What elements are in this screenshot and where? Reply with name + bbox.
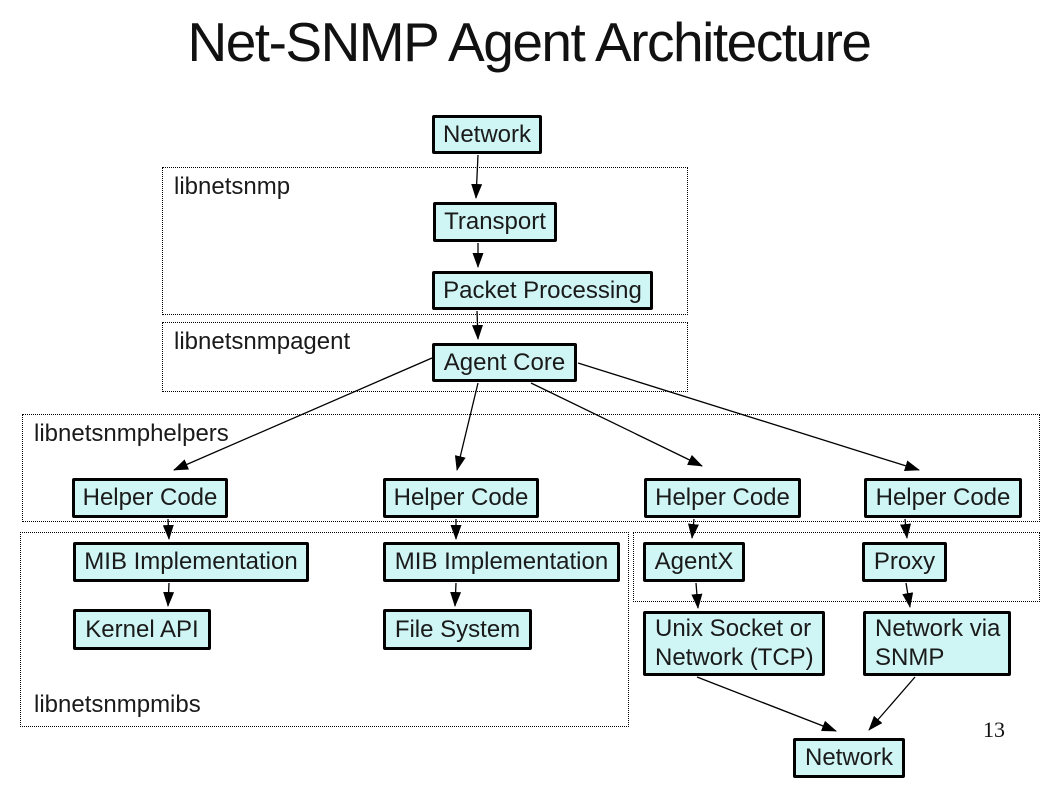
group-libnetsnmp: libnetsnmp: [162, 167, 688, 315]
page-number: 13: [983, 717, 1005, 742]
group-libnetsnmpagent: libnetsnmpagent: [162, 322, 688, 392]
arrow-mib2-to-file-system: [450, 582, 462, 607]
node-network-bottom: Network: [793, 738, 905, 778]
node-mib-implementation-2: MIB Implementation: [383, 542, 620, 582]
node-helper-code-1: Helper Code: [72, 478, 228, 518]
node-mib-implementation-1: MIB Implementation: [73, 542, 309, 582]
node-network-top: Network: [432, 115, 542, 154]
node-label: File System: [394, 615, 521, 643]
node-label: Packet Processing: [443, 276, 642, 304]
arrow-mib1-to-kernel-api: [163, 582, 175, 607]
node-label: Kernel API: [85, 615, 199, 643]
node-label: Helper Code: [875, 484, 1011, 511]
node-label-line1: Unix Socket or: [655, 614, 812, 642]
node-helper-code-2: Helper Code: [383, 478, 539, 518]
node-label: Helper Code: [82, 484, 218, 511]
node-label-line2: SNMP: [875, 643, 945, 671]
node-file-system: File System: [383, 609, 532, 650]
node-label: Transport: [444, 208, 546, 235]
group-agentx-proxy: [633, 532, 1040, 602]
arrow-packet-to-agent-core: [472, 310, 483, 340]
node-label: AgentX: [654, 548, 734, 575]
group-label-libnetsnmp: libnetsnmp: [174, 173, 291, 200]
group-label-libnetsnmpmibs: libnetsnmpmibs: [34, 691, 201, 718]
node-network-via-snmp: Network via SNMP: [863, 611, 1011, 676]
node-proxy: Proxy: [862, 542, 947, 582]
node-label: MIB Implementation: [84, 548, 298, 575]
group-libnetsnmpmibs: libnetsnmpmibs: [20, 532, 629, 727]
group-libnetsnmphelpers: libnetsnmphelpers: [22, 414, 1040, 522]
node-agent-core: Agent Core: [432, 343, 577, 382]
node-label: Helper Code: [655, 484, 790, 511]
node-kernel-api: Kernel API: [73, 609, 211, 650]
arrow-helper3-to-agentx: [687, 518, 699, 539]
node-helper-code-3: Helper Code: [644, 478, 801, 518]
node-label-line2: Network (TCP): [655, 643, 814, 671]
node-label: Agent Core: [443, 348, 566, 376]
node-label: Helper Code: [393, 484, 529, 511]
arrow-helper4-to-proxy: [900, 518, 912, 539]
group-label-libnetsnmpagent: libnetsnmpagent: [174, 328, 351, 355]
node-label: Proxy: [873, 548, 936, 575]
node-label-line1: Network via: [875, 614, 1001, 642]
arrow-agent-core-to-helper4: [577, 362, 920, 472]
arrow-agentx-to-unix-socket: [691, 582, 703, 609]
group-label-libnetsnmphelpers: libnetsnmphelpers: [34, 420, 229, 447]
node-helper-code-4: Helper Code: [864, 478, 1022, 518]
slide-title: Net-SNMP Agent Architecture: [187, 11, 873, 73]
arrow-agent-core-to-helper2: [454, 382, 479, 471]
node-label: Network: [804, 744, 894, 771]
node-label: MIB Implementation: [394, 548, 609, 575]
arrow-network-via-snmp-to-network: [868, 676, 916, 731]
arrow-network-to-transport: [471, 154, 483, 199]
arrow-agent-core-to-helper3: [530, 382, 703, 467]
arrow-proxy-to-network-via-snmp: [902, 582, 914, 608]
node-unix-socket-or-network: Unix Socket or Network (TCP): [643, 611, 825, 676]
node-agentx: AgentX: [643, 542, 745, 582]
arrow-helper1-to-mib1: [162, 518, 174, 540]
node-label: Network: [442, 120, 532, 148]
node-packet-processing: Packet Processing: [432, 271, 653, 310]
arrow-unix-socket-to-network: [696, 676, 837, 732]
node-transport: Transport: [433, 202, 557, 242]
